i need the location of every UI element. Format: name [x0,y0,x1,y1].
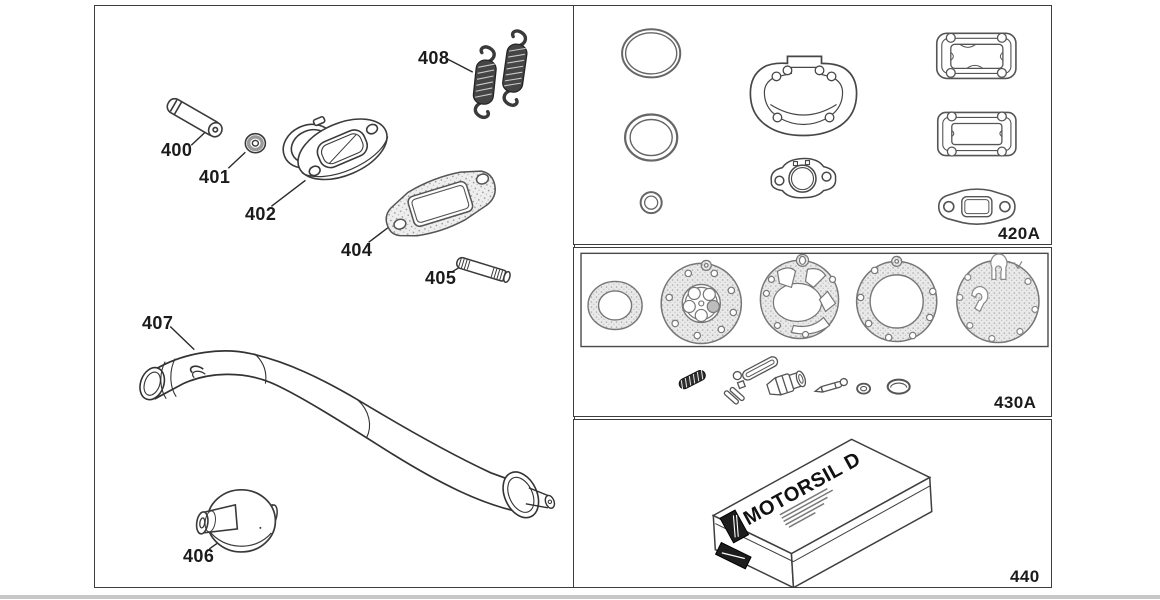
gasket-set-drawing [621,28,1017,226]
part-401-washer-drawing [244,132,267,154]
exhaust-exploded-panel: 400 401 402 404 405 406 407 408 [94,5,575,588]
kit-diaphragm-1 [660,259,743,345]
sealant-box-drawing: MOTORSIL D [711,438,933,587]
part-404-gasket-drawing [385,170,496,237]
part-405-stud-drawing [455,256,511,284]
part-407-exhaust-pipe-drawing [139,350,556,519]
kit-small-oring [856,382,872,395]
panel-code-430a: 430A [994,393,1037,412]
small-round-gasket [770,157,837,199]
kit-ring-gasket [587,280,643,331]
kit-inlet-valve [766,370,807,396]
part-402-flange-drawing [282,115,389,181]
carb-kit-drawing [580,252,1049,405]
reed-gasket-top [935,32,1017,80]
exhaust-exploded-drawing [139,29,556,553]
callout-404: 404 [341,240,373,260]
box-fine-print-lines [779,488,834,528]
kit-spring [678,369,706,390]
panel-code-420a: 420A [998,224,1041,243]
part-406-mount-drawing [195,488,278,553]
o-rings [621,28,682,215]
part-400-stud-drawing [166,97,223,138]
kit-diaphragm-2 [956,253,1040,344]
part-408-springs-drawing [472,29,528,119]
sealant-panel: MOTORSIL D 440 [573,419,1052,588]
kit-inner-box [580,252,1049,348]
kit-oval-oring [886,378,911,395]
carb-kit-panel: 430A [573,247,1052,417]
callout-402: 402 [245,204,277,224]
panel-code-440: 440 [1010,567,1040,586]
kit-gasket-cutouts [759,253,840,340]
kit-needle-pin [813,377,848,393]
callout-406: 406 [183,546,215,566]
reed-gasket-bottom [936,111,1017,157]
gasket-set-panel: 420A [573,5,1052,245]
brand-logo-patch-end [714,541,752,570]
kit-ring-gasket-large [855,255,938,343]
callout-408: 408 [418,48,450,68]
kit-float-lever [723,356,779,405]
callout-401: 401 [199,167,231,187]
callout-405: 405 [425,268,457,288]
callout-400: 400 [161,140,193,160]
bottom-edge-strip [0,595,1160,599]
callout-407: 407 [142,313,174,333]
head-gasket [749,55,858,137]
exhaust-flange-gasket [937,188,1016,226]
